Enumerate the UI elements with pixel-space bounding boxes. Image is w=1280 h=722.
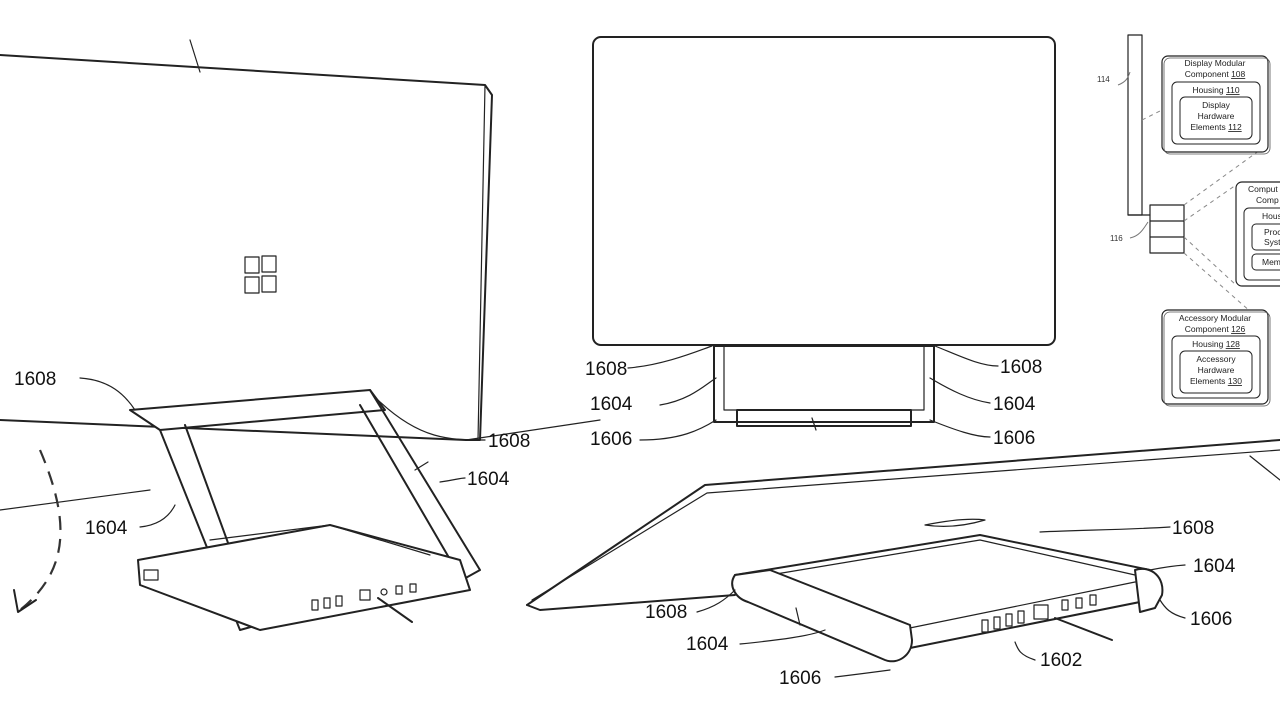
left-arm-right bbox=[359, 389, 481, 581]
svg-text:Comput: Comput bbox=[1248, 184, 1278, 194]
svg-text:Component 126: Component 126 bbox=[1185, 324, 1246, 334]
display-modular-component-box: Display Modular Component 108 Housing 11… bbox=[1161, 55, 1271, 155]
label-1608-left-right: 1608 bbox=[488, 431, 530, 452]
svg-text:Proc: Proc bbox=[1264, 227, 1280, 237]
label-1604-left: 1604 bbox=[85, 518, 128, 539]
label-1608-front-left: 1608 bbox=[585, 359, 627, 380]
svg-text:Housing 110: Housing 110 bbox=[1192, 85, 1239, 95]
stylus-icon-bottom bbox=[1054, 617, 1113, 641]
left-arm-left bbox=[159, 424, 259, 631]
label-1606-front-left: 1606 bbox=[590, 429, 632, 450]
svg-text:Hardware: Hardware bbox=[1198, 365, 1235, 375]
svg-text:Hous: Hous bbox=[1262, 211, 1280, 221]
svg-text:Accessory: Accessory bbox=[1196, 354, 1236, 364]
label-1604-br: 1604 bbox=[1193, 556, 1236, 577]
svg-text:Component 108: Component 108 bbox=[1185, 69, 1246, 79]
hinge-module bbox=[1149, 204, 1185, 254]
bottom-right-ports bbox=[981, 594, 1097, 633]
label-116: 116 bbox=[1110, 234, 1123, 243]
svg-text:Comp: Comp bbox=[1256, 195, 1279, 205]
left-view: 1608 1604 1604 1608 bbox=[0, 39, 601, 631]
block-diagram: 114 116 Display Modular Component 108 Ho… bbox=[1097, 34, 1280, 407]
label-114: 114 bbox=[1097, 75, 1110, 84]
label-1608-left: 1608 bbox=[14, 369, 56, 390]
display-module-edge bbox=[1127, 34, 1143, 216]
label-1604-bl: 1604 bbox=[686, 634, 729, 655]
left-port bbox=[143, 569, 159, 581]
label-1606-front-right: 1606 bbox=[993, 428, 1035, 449]
accessory-modular-component-box: Accessory Modular Component 126 Housing … bbox=[1161, 309, 1271, 407]
front-stand-base bbox=[736, 409, 912, 427]
left-display-panel bbox=[0, 54, 493, 441]
svg-text:Syst: Syst bbox=[1264, 237, 1280, 247]
left-base bbox=[137, 524, 471, 631]
label-1606-bl: 1606 bbox=[779, 668, 821, 689]
tilted-display-top bbox=[526, 439, 1280, 606]
svg-text:Mem: Mem bbox=[1262, 257, 1280, 267]
label-1608-front-right: 1608 bbox=[1000, 357, 1042, 378]
left-ports bbox=[311, 583, 417, 611]
svg-text:Hardware: Hardware bbox=[1198, 111, 1235, 121]
label-1604-front-left: 1604 bbox=[590, 394, 633, 415]
label-1606-br: 1606 bbox=[1190, 609, 1232, 630]
front-stand bbox=[713, 345, 935, 423]
svg-text:Accessory Modular: Accessory Modular bbox=[1179, 313, 1251, 323]
display-logo-slot bbox=[924, 518, 986, 527]
label-1602: 1602 bbox=[1040, 650, 1082, 671]
stylus-icon bbox=[377, 597, 413, 623]
roller-front bbox=[731, 569, 913, 663]
computing-modular-component-box: Comput Comp Hous Proc Syst Mem bbox=[1235, 181, 1280, 287]
roller-right bbox=[1134, 567, 1164, 613]
rotation-arrow-icon bbox=[19, 449, 62, 611]
front-display bbox=[592, 36, 1056, 346]
windows-logo-icon bbox=[244, 255, 277, 294]
svg-text:Housing 128: Housing 128 bbox=[1192, 339, 1240, 349]
front-view: 1608 1604 1606 1608 1604 1606 bbox=[585, 36, 1056, 450]
svg-text:Elements 112: Elements 112 bbox=[1190, 122, 1242, 132]
label-1608-br: 1608 bbox=[1172, 518, 1214, 539]
svg-text:Display Modular: Display Modular bbox=[1185, 58, 1246, 68]
label-1604-front-right: 1604 bbox=[993, 394, 1036, 415]
left-top-bar bbox=[129, 389, 386, 431]
label-1604-left-right: 1604 bbox=[467, 469, 510, 490]
svg-text:Display: Display bbox=[1202, 100, 1231, 110]
svg-text:Elements 130: Elements 130 bbox=[1190, 376, 1242, 386]
label-1608-bl: 1608 bbox=[645, 602, 687, 623]
bottom-right-view: 1608 1604 1606 1608 1604 1606 1602 bbox=[526, 439, 1280, 689]
